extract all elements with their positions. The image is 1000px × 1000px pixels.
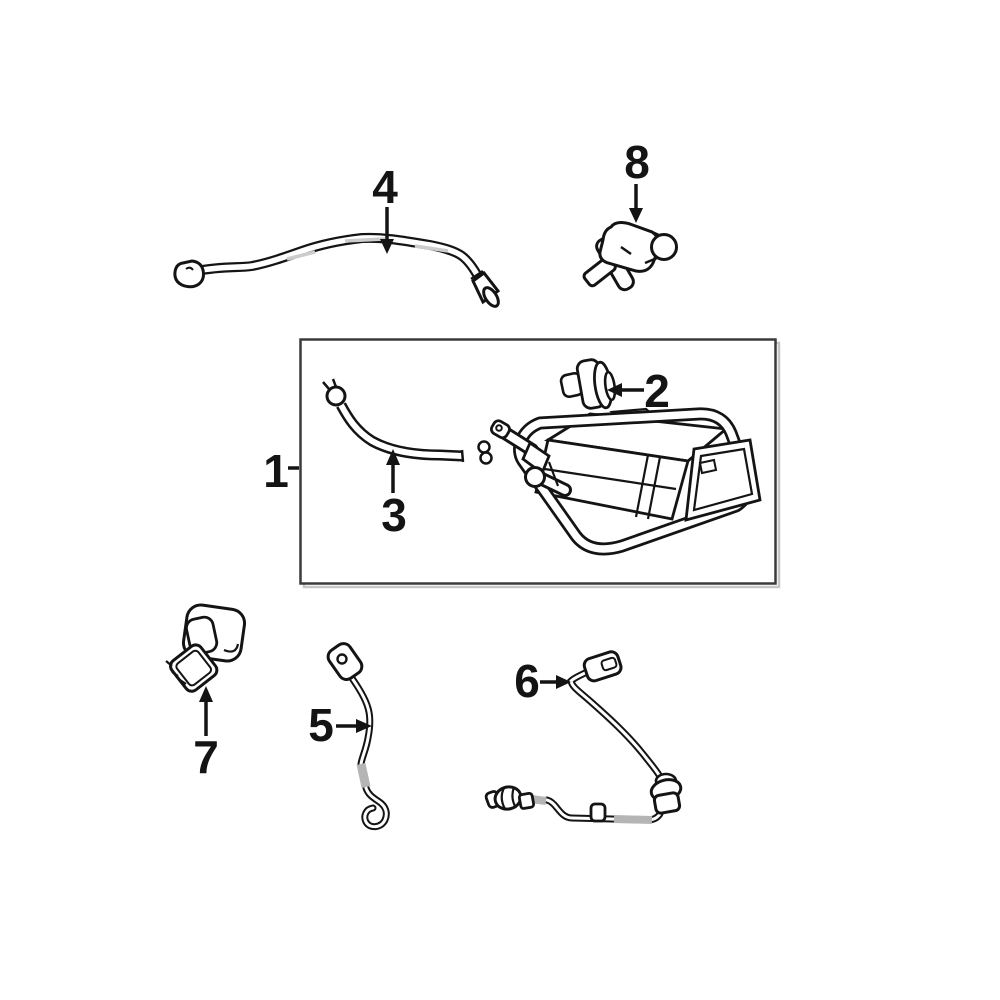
tube-shading xyxy=(286,237,449,261)
canister-end-plate xyxy=(684,438,762,522)
callout-7: 7 xyxy=(193,686,219,783)
callout-4-number: 4 xyxy=(372,161,398,213)
hose-fitting xyxy=(477,440,493,465)
part-4-tube-drawing xyxy=(173,232,501,308)
callout-5-number: 5 xyxy=(308,699,334,751)
hose-clamp xyxy=(325,385,347,407)
callout-5-arrowhead xyxy=(356,719,372,733)
part-6-oxygen-sensor-drawing xyxy=(484,650,683,824)
part-5-oxygen-sensor-drawing xyxy=(326,642,390,831)
sensor6-body-right xyxy=(649,772,683,815)
canister-upper-arm xyxy=(490,419,551,476)
callout-6-arrowhead xyxy=(556,675,571,689)
callout-5: 5 xyxy=(308,699,372,751)
callout-1: 1 xyxy=(263,445,299,497)
valve-port xyxy=(650,233,678,261)
callout-2-number: 2 xyxy=(644,365,670,417)
callout-7-arrowhead xyxy=(199,686,213,702)
canister-lower-arm xyxy=(524,461,572,497)
callout-6-number: 6 xyxy=(514,655,540,707)
part-3-hose-drawing xyxy=(322,378,493,465)
callout-4: 4 xyxy=(372,161,398,254)
valve-body xyxy=(598,221,661,273)
canister-assembly-drawing xyxy=(490,407,762,556)
part-2-sensor-drawing xyxy=(559,358,617,410)
wire-sleeve xyxy=(356,763,371,788)
callout-3-number: 3 xyxy=(381,489,407,541)
callout-3: 3 xyxy=(381,449,407,541)
sensor7-connector xyxy=(169,643,219,693)
callout-1-number: 1 xyxy=(263,445,289,497)
callout-6: 6 xyxy=(514,655,571,707)
callout-8-number: 8 xyxy=(624,136,650,188)
callout-3-arrowhead xyxy=(386,449,400,465)
tube-left-connector xyxy=(173,259,205,289)
callout-4-arrowhead xyxy=(380,239,394,254)
part-8-valve-drawing xyxy=(582,221,678,292)
callout-8-arrowhead xyxy=(629,208,643,223)
wire-sleeve xyxy=(613,815,653,824)
callout-2-arrowhead xyxy=(607,383,622,397)
callout-2: 2 xyxy=(607,365,670,417)
callout-8: 8 xyxy=(624,136,650,223)
wire-clip xyxy=(589,802,607,823)
part-7-sensor-drawing xyxy=(165,603,247,693)
sensor6-body-left xyxy=(484,785,536,811)
callout-7-number: 7 xyxy=(193,731,219,783)
